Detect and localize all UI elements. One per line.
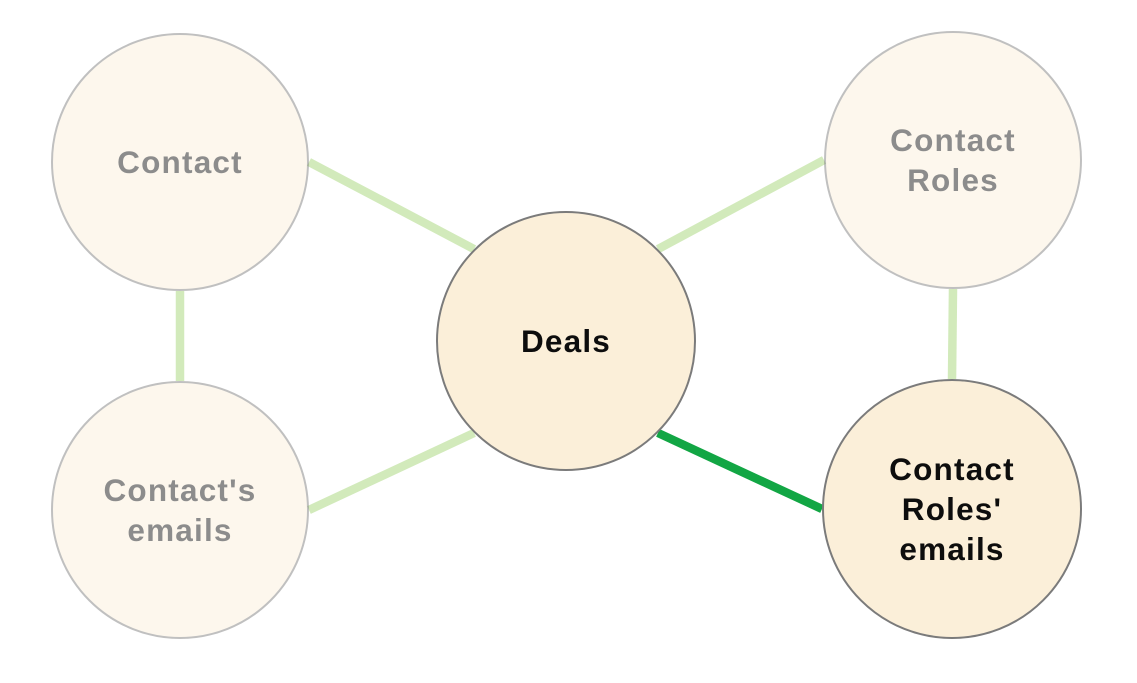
node-contacts-emails[interactable]: Contact's emails (51, 381, 309, 639)
edge-deals-to-contact-roles (655, 156, 827, 253)
node-deals[interactable]: Deals (436, 211, 696, 471)
node-label-line: Roles (907, 162, 999, 198)
edge-contact-to-deals (307, 158, 477, 253)
node-label-deals: Deals (521, 321, 611, 361)
node-label-contacts-emails: Contact's emails (103, 470, 256, 550)
edge-contact-roles-to-contact-roles-emails (947, 288, 958, 380)
node-label-line: emails (899, 531, 1005, 567)
edge-contacts-emails-to-deals (307, 429, 476, 514)
node-label-line: Contact (117, 144, 243, 180)
node-label-contact: Contact (117, 142, 243, 182)
node-label-line: emails (127, 512, 233, 548)
node-label-line: Roles' (901, 491, 1003, 527)
node-contact[interactable]: Contact (51, 33, 309, 291)
node-label-line: Deals (520, 323, 612, 359)
node-label-line: Contact's (103, 472, 257, 508)
node-label-line: Contact (890, 122, 1016, 158)
node-label-line: Contact (889, 451, 1015, 487)
edge-deals-to-contact-roles-emails-highlighted (656, 429, 824, 513)
